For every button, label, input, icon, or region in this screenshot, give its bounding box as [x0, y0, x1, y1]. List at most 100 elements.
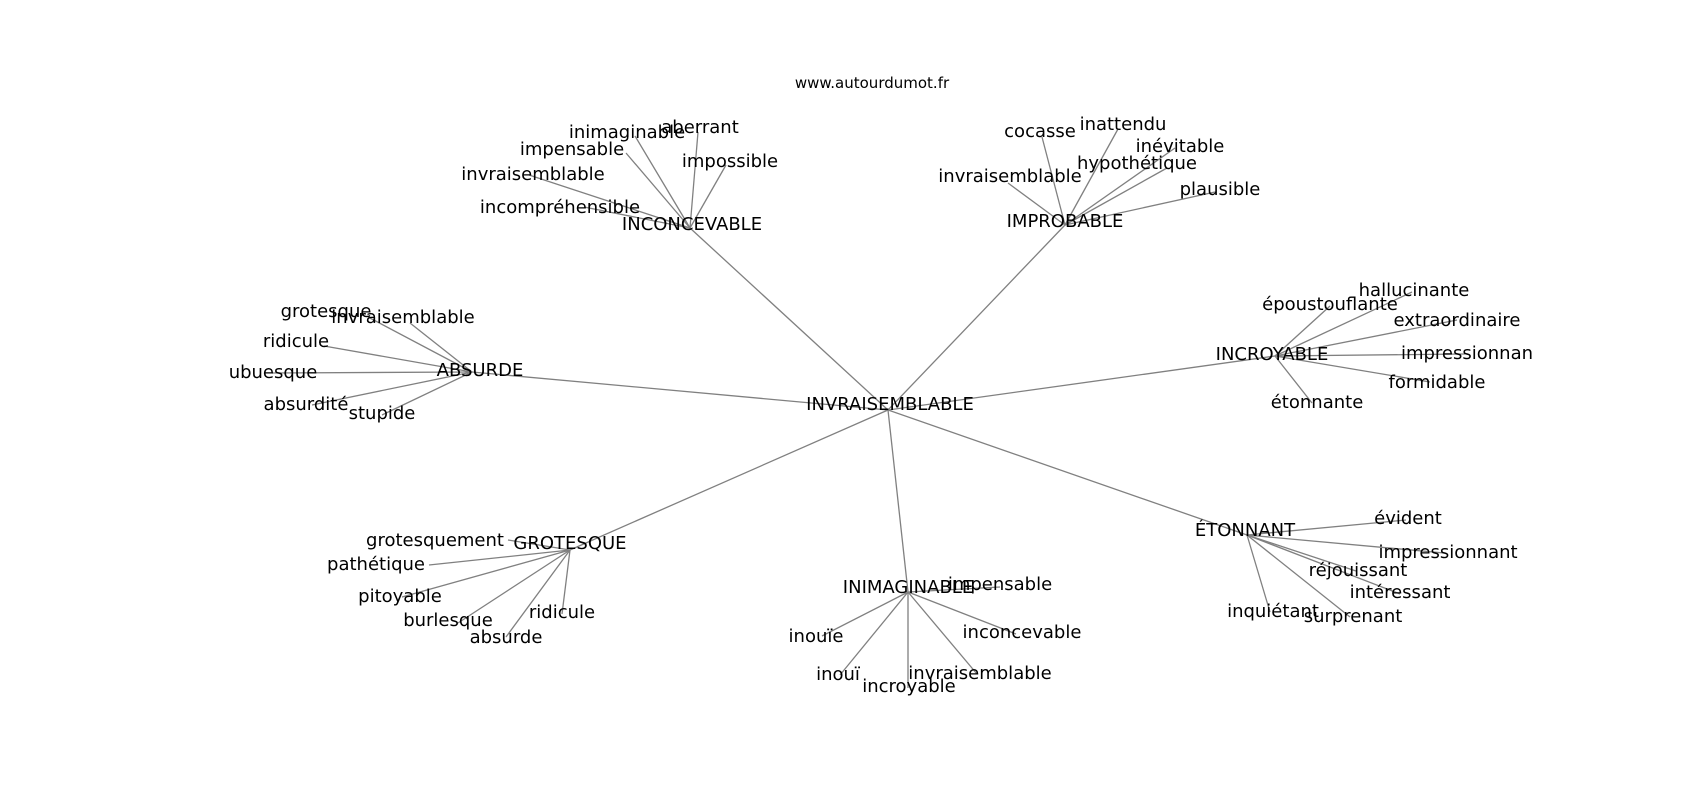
edge-2-4 — [311, 371, 473, 406]
edge-center-4 — [569, 409, 889, 551]
edge-6-3 — [1246, 534, 1401, 595]
edge-4-4 — [505, 549, 571, 638]
leaf-word-label[interactable]: plausible — [1180, 179, 1261, 200]
leaf-word-label[interactable]: inattendu — [1080, 114, 1167, 135]
edge-3-2 — [1274, 319, 1458, 357]
group-word-label[interactable]: INIMAGINABLE — [843, 577, 973, 598]
edge-0-4 — [583, 206, 691, 229]
leaf-word-label[interactable]: impressionnan — [1401, 343, 1533, 364]
leaf-word-label[interactable]: impensable — [948, 574, 1052, 595]
leaf-word-label[interactable]: impensable — [520, 139, 624, 160]
leaf-word-label[interactable]: pitoyable — [358, 586, 442, 607]
leaf-word-label[interactable]: intéressant — [1350, 582, 1451, 603]
edge-3-3 — [1274, 353, 1466, 357]
edge-0-5 — [689, 164, 727, 229]
edge-center-5 — [887, 409, 909, 593]
leaf-word-label[interactable]: invraisemblable — [331, 307, 474, 328]
edges — [271, 128, 1466, 688]
leaf-word-label[interactable]: hallucinante — [1359, 280, 1470, 301]
edge-6-4 — [1246, 534, 1271, 613]
leaf-word-label[interactable]: burlesque — [403, 610, 493, 631]
edge-0-3 — [528, 174, 691, 229]
edge-4-1 — [428, 549, 571, 566]
edge-6-1 — [1246, 534, 1445, 554]
edge-6-0 — [1246, 519, 1407, 536]
edge-3-1 — [1274, 305, 1331, 357]
edge-1-4 — [1064, 167, 1168, 226]
leaf-word-label[interactable]: étonnante — [1271, 392, 1364, 413]
leaf-word-label[interactable]: inévitable — [1136, 136, 1225, 157]
leaf-word-label[interactable]: grotesque — [281, 301, 372, 322]
edge-6-5 — [1246, 534, 1351, 618]
edge-5-3 — [839, 591, 909, 676]
leaf-word-label[interactable]: inconcevable — [963, 622, 1082, 643]
leaf-word-label[interactable]: surprenant — [1304, 606, 1403, 627]
edge-3-4 — [1274, 355, 1431, 383]
edge-4-0 — [507, 539, 571, 551]
leaf-word-label[interactable]: ubuesque — [229, 362, 318, 383]
group-word-label[interactable]: INCROYABLE — [1216, 344, 1329, 365]
edge-center-6 — [887, 409, 1248, 536]
center-word-label[interactable]: INVRAISEMBLABLE — [806, 394, 974, 415]
leaf-word-label[interactable]: inquiétant — [1227, 601, 1319, 622]
leaf-word-label[interactable]: impressionnant — [1378, 542, 1517, 563]
leaf-word-label[interactable]: cocasse — [1004, 121, 1076, 142]
site-url: www.autourdumot.fr — [795, 74, 950, 92]
leaf-word-label[interactable]: absurde — [470, 627, 543, 648]
leaf-word-label[interactable]: réjouissant — [1309, 560, 1408, 581]
edge-1-0 — [1041, 136, 1066, 226]
edge-2-5 — [381, 371, 473, 416]
leaf-word-label[interactable]: stupide — [349, 403, 416, 424]
leaf-word-label[interactable]: inimaginable — [569, 122, 685, 143]
edge-5-2 — [907, 591, 1017, 635]
edge-6-2 — [1246, 534, 1357, 572]
leaf-word-label[interactable]: invraisemblable — [908, 663, 1051, 684]
edge-2-2 — [323, 345, 473, 373]
group-word-label[interactable]: IMPROBABLE — [1007, 211, 1124, 232]
leaf-word-label[interactable]: invraisemblable — [461, 164, 604, 185]
leaf-word-label[interactable]: formidable — [1389, 372, 1486, 393]
edge-4-3 — [457, 549, 571, 624]
edge-center-2 — [471, 371, 889, 411]
leaf-word-label[interactable]: grotesquement — [366, 530, 504, 551]
leaf-word-label[interactable]: invraisemblable — [938, 166, 1081, 187]
edge-1-1 — [1064, 128, 1119, 226]
leaf-word-label[interactable]: impossible — [682, 151, 778, 172]
edge-4-5 — [561, 549, 571, 615]
leaf-word-label[interactable]: extraordinaire — [1394, 310, 1521, 331]
edge-1-3 — [1007, 182, 1066, 226]
edge-0-0 — [689, 131, 699, 229]
edge-center-3 — [887, 355, 1276, 411]
edge-0-1 — [634, 135, 691, 229]
edge-2-1 — [409, 322, 473, 373]
edge-3-5 — [1274, 355, 1313, 404]
edge-0-2 — [625, 152, 691, 229]
edge-1-5 — [1064, 191, 1216, 226]
group-word-label[interactable]: GROTESQUE — [513, 533, 626, 554]
group-word-label[interactable]: ÉTONNANT — [1195, 519, 1296, 541]
leaf-word-label[interactable]: hypothétique — [1077, 153, 1197, 174]
leaf-word-label[interactable]: époustouflante — [1262, 294, 1398, 315]
leaf-word-label[interactable]: ridicule — [263, 331, 329, 352]
leaf-word-label[interactable]: incroyable — [862, 676, 956, 697]
leaf-word-label[interactable]: incompréhensible — [480, 197, 640, 218]
edge-center-1 — [887, 224, 1066, 411]
leaf-word-label[interactable]: évident — [1374, 508, 1442, 529]
edge-3-0 — [1274, 291, 1413, 357]
leaf-word-label[interactable]: inouïe — [789, 626, 844, 647]
edge-4-2 — [401, 549, 571, 598]
group-word-label[interactable]: INCONCEVABLE — [622, 214, 762, 235]
labels: aberrantinimaginableimpensableinvraisemb… — [229, 114, 1533, 697]
leaf-word-label[interactable]: ridicule — [529, 602, 595, 623]
leaf-word-label[interactable]: absurdité — [264, 394, 349, 415]
group-word-label[interactable]: ABSURDE — [437, 360, 524, 381]
edge-5-1 — [821, 591, 909, 637]
edge-2-0 — [367, 316, 473, 373]
leaf-word-label[interactable]: inouï — [816, 664, 861, 685]
edge-5-5 — [907, 591, 978, 675]
edge-5-0 — [907, 586, 1001, 593]
leaf-word-label[interactable]: aberrant — [661, 117, 739, 138]
edge-2-3 — [271, 371, 473, 374]
leaf-word-label[interactable]: pathétique — [327, 554, 425, 575]
